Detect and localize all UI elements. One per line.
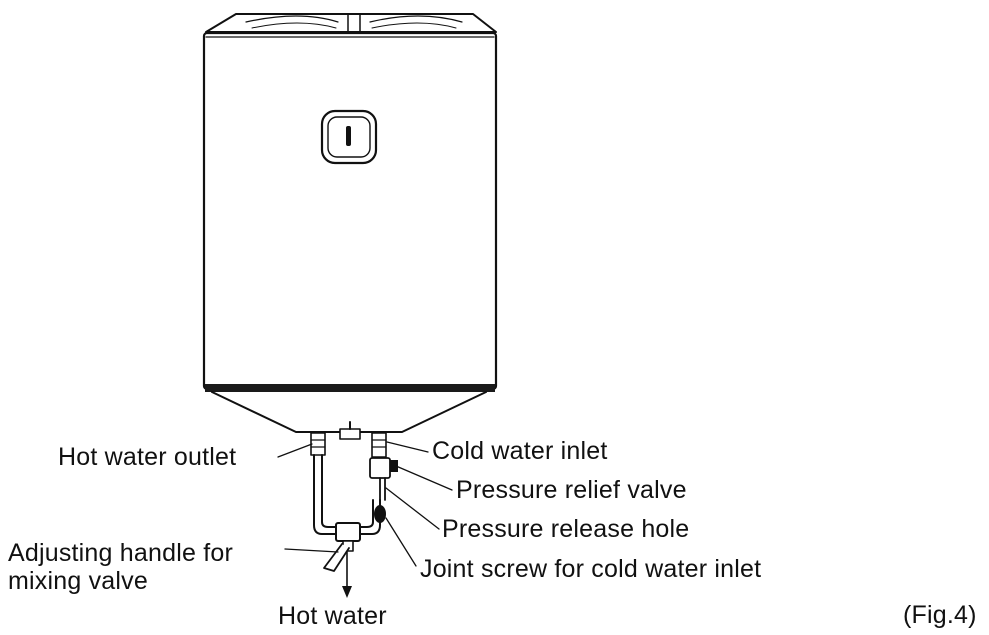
- label-adjusting-handle-line1: Adjusting handle for: [8, 539, 233, 567]
- leader-lines: [277, 441, 453, 567]
- cold-water-inlet-fitting: [371, 432, 387, 458]
- label-hot-water: Hot water: [278, 602, 387, 630]
- hot-water-arrow: [342, 551, 352, 598]
- label-hot-water-outlet: Hot water outlet: [58, 443, 237, 471]
- label-pressure-relief-valve: Pressure relief valve: [456, 476, 687, 504]
- mixing-valve-pipes: [313, 454, 381, 572]
- label-pressure-release-hole: Pressure release hole: [442, 515, 690, 543]
- tank-top-cap: [205, 13, 497, 33]
- tank-body: [202, 31, 498, 391]
- figure-number: (Fig.4): [903, 601, 977, 629]
- label-cold-water-inlet: Cold water inlet: [432, 437, 608, 465]
- control-knob: [320, 109, 378, 165]
- label-adjusting-handle-line2: mixing valve: [8, 567, 148, 595]
- label-joint-screw: Joint screw for cold water inlet: [420, 555, 762, 583]
- hot-water-outlet-fitting: [310, 432, 326, 456]
- joint-screw: [374, 505, 386, 523]
- pressure-relief-valve: [369, 457, 398, 501]
- tank-bottom-band: [205, 384, 495, 392]
- tank-bottom-cone: [211, 391, 487, 440]
- label-adjusting-handle: Adjusting handle for mixing valve: [8, 539, 233, 595]
